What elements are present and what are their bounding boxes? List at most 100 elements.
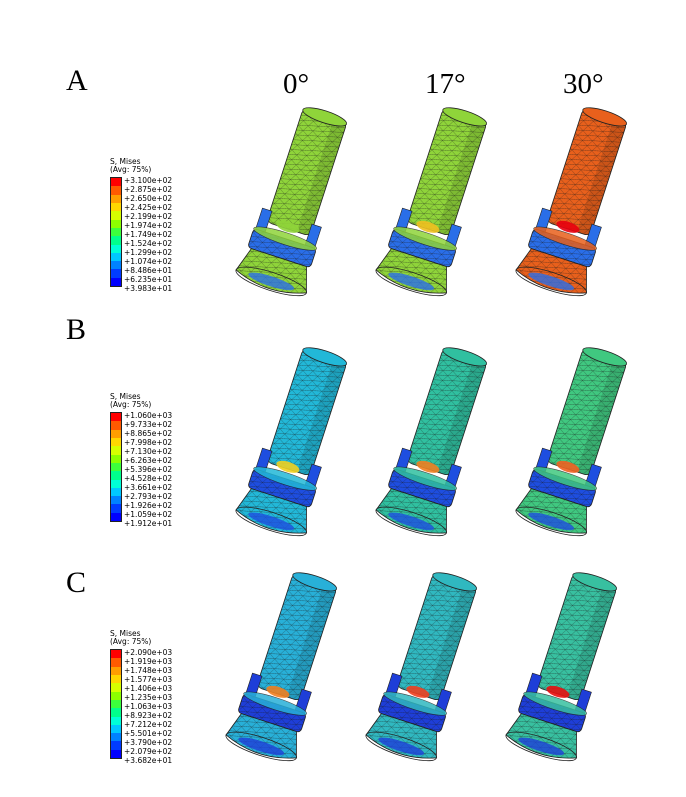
legend-value: +1.235e+03 — [124, 693, 173, 702]
legend-value: +1.748e+03 — [124, 666, 173, 675]
legend-swatch — [111, 269, 121, 278]
implant-model — [225, 572, 338, 762]
legend-swatch — [111, 236, 121, 245]
legend-value: +4.528e+02 — [124, 474, 173, 483]
legend-value: +3.661e+02 — [124, 483, 173, 492]
legend-swatch — [111, 691, 121, 700]
legend-value: +1.060e+03 — [124, 411, 173, 420]
legend-value: +8.865e+02 — [124, 429, 173, 438]
legend-title: S, Mises — [110, 629, 141, 638]
legend-value: +1.059e+02 — [124, 510, 173, 519]
implant-model — [375, 347, 488, 537]
legend-value: +7.212e+02 — [124, 720, 173, 729]
implant-drawing — [515, 107, 628, 297]
stress-hotspot — [556, 460, 580, 473]
legend-value: +2.079e+02 — [124, 747, 173, 756]
legend-swatch — [111, 479, 121, 488]
legend-value: +8.923e+02 — [124, 711, 173, 720]
legend-value: +1.974e+02 — [124, 221, 173, 230]
legend-values: +3.100e+02+2.875e+02+2.650e+02+2.425e+02… — [124, 176, 172, 293]
stress-hotspot — [546, 685, 570, 698]
legend-value: +5.396e+02 — [124, 465, 173, 474]
legend-swatch — [111, 421, 121, 430]
implant-drawing — [235, 107, 348, 297]
implant-model — [515, 347, 628, 537]
legend-swatch — [111, 446, 121, 455]
legend-swatch — [111, 658, 121, 667]
implant-model — [375, 107, 488, 297]
legend-swatch — [111, 186, 121, 195]
legend-swatch — [111, 650, 121, 659]
implant-drawing — [225, 572, 338, 762]
implant-a-0 — [225, 100, 365, 310]
legend-swatch — [111, 496, 121, 505]
angle-label-0: 0° — [283, 68, 310, 100]
stress-hotspot — [406, 685, 430, 698]
legend-swatch — [111, 741, 121, 750]
implant-drawing — [375, 107, 488, 297]
legend-swatch — [111, 261, 121, 270]
legend-swatch — [111, 202, 121, 212]
legend-a: S, Mises (Avg: 75%) +3.100e+02+2.875e+02… — [110, 157, 172, 293]
stress-hotspot — [276, 220, 300, 233]
legend-value: +1.524e+02 — [124, 239, 173, 248]
row-label-b: B — [66, 313, 87, 346]
legend-c: S, Mises (Avg: 75%) +2.090e+03+1.919e+03… — [110, 629, 172, 765]
legend-value: +7.130e+02 — [124, 447, 173, 456]
legend-value: +2.793e+02 — [124, 492, 173, 501]
legend-value: +1.063e+03 — [124, 702, 173, 711]
stress-hotspot — [416, 460, 440, 473]
legend-swatch — [111, 219, 121, 228]
legend-value: +2.650e+02 — [124, 194, 173, 203]
legend-value: +9.733e+02 — [124, 420, 173, 429]
legend-value: +2.090e+03 — [124, 648, 173, 657]
stress-hotspot — [276, 460, 300, 473]
angle-label-17: 17° — [425, 68, 466, 100]
implant-model — [365, 572, 478, 762]
legend-b: S, Mises (Avg: 75%) +1.060e+03+9.733e+02… — [110, 393, 172, 528]
legend-swatch — [111, 724, 121, 734]
implant-a-30 — [505, 100, 645, 310]
legend-value: +5.501e+02 — [124, 729, 173, 738]
implant-model — [235, 107, 348, 297]
legend-colorbar — [110, 649, 122, 759]
legend-swatch — [111, 471, 121, 480]
legend-value: +7.998e+02 — [124, 438, 173, 447]
legend-subtitle: (Avg: 75%) — [110, 637, 152, 646]
stress-hotspot — [416, 220, 440, 233]
legend-value: +3.983e+01 — [124, 284, 173, 293]
legend-swatch — [111, 244, 121, 253]
row-label-c: C — [66, 566, 87, 599]
legend-title: S, Mises — [110, 157, 141, 166]
legend-value: +1.074e+02 — [124, 257, 173, 266]
legend-value: +8.486e+01 — [124, 266, 173, 275]
legend-swatch — [111, 733, 121, 742]
legend-swatch — [111, 277, 121, 287]
legend-values: +2.090e+03+1.919e+03+1.748e+03+1.577e+03… — [124, 648, 172, 765]
legend-value: +1.919e+03 — [124, 657, 173, 666]
legend-value: +3.682e+01 — [124, 756, 173, 765]
legend-value: +6.263e+02 — [124, 456, 173, 465]
legend-value: +2.875e+02 — [124, 185, 173, 194]
stress-hotspot — [556, 220, 580, 233]
implant-b-0 — [225, 340, 365, 550]
implant-model — [515, 107, 628, 297]
implant-b-30 — [505, 340, 645, 550]
implant-c-30 — [495, 565, 635, 775]
implant-b-17 — [365, 340, 505, 550]
legend-subtitle: (Avg: 75%) — [110, 400, 152, 409]
legend-swatch — [111, 504, 121, 513]
legend-swatch — [111, 413, 121, 422]
legend-values: +1.060e+03+9.733e+02+8.865e+02+7.998e+02… — [124, 411, 172, 528]
legend-swatch — [111, 708, 121, 717]
row-label-a: A — [66, 64, 88, 97]
implant-drawing — [365, 572, 478, 762]
implant-a-17 — [365, 100, 505, 310]
legend-swatch — [111, 437, 121, 447]
legend-swatch — [111, 674, 121, 684]
stress-hotspot — [266, 685, 290, 698]
implant-drawing — [515, 347, 628, 537]
legend-value: +1.912e+01 — [124, 519, 173, 528]
legend-value: +1.749e+02 — [124, 230, 173, 239]
legend-swatch — [111, 178, 121, 187]
